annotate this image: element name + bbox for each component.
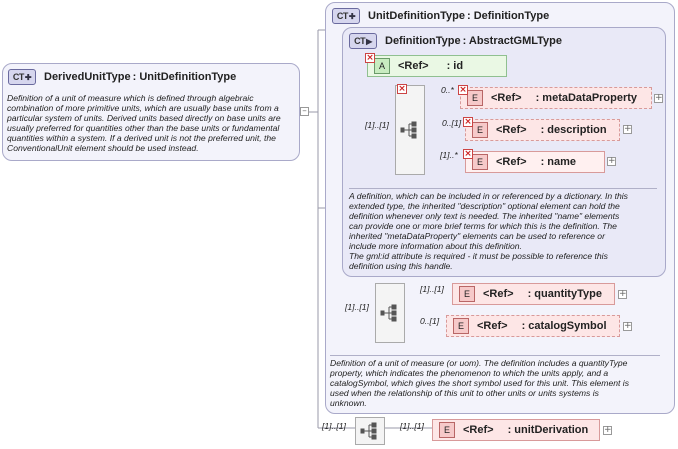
definition-description: A definition, which can be included in o… (349, 188, 657, 271)
type-name: DefinitionType (385, 35, 461, 47)
element-ref: <Ref> (477, 320, 508, 332)
attribute-id[interactable]: A <Ref> : id (367, 55, 507, 77)
sequence-icon (400, 121, 417, 139)
element-cardinality: 0..[1] (442, 118, 462, 128)
expand-icon[interactable]: + (654, 93, 663, 103)
type-base: : AbstractGMLType (462, 35, 562, 47)
element-icon: E (467, 90, 483, 106)
element-ref: <Ref> (491, 92, 522, 104)
collapse-icon[interactable]: – (300, 107, 309, 116)
derived-unit-type-header[interactable]: CT✚ DerivedUnitType : UnitDefinitionType (8, 69, 236, 85)
element-description[interactable]: E <Ref> : description (465, 119, 620, 141)
x-mark-icon: × (365, 53, 375, 63)
type-name: DerivedUnitType (44, 71, 131, 83)
definition-type-header[interactable]: CT▶ DefinitionType : AbstractGMLType (349, 33, 562, 49)
element-cardinality: [1]..* (440, 150, 458, 160)
sequence-cardinality: [1]..[1] (365, 120, 389, 130)
unit-definition-type-header[interactable]: CT✚ UnitDefinitionType : DefinitionType (332, 8, 549, 24)
element-catalogsymbol[interactable]: E <Ref> : catalogSymbol (446, 315, 620, 337)
element-icon: E (459, 286, 475, 302)
element-name: : description (540, 124, 607, 136)
element-ref: <Ref> (483, 288, 514, 300)
complex-type-icon: CT✚ (332, 8, 360, 24)
element-unitderivation[interactable]: E <Ref> : unitDerivation (432, 419, 600, 441)
expand-icon[interactable]: + (623, 124, 632, 134)
element-icon: E (439, 422, 455, 438)
attribute-name: : id (446, 60, 464, 72)
element-name-label: : name (540, 156, 577, 168)
element-name[interactable]: E <Ref> : name (465, 151, 605, 173)
complex-type-icon: CT▶ (349, 33, 377, 49)
type-name: UnitDefinitionType (368, 10, 465, 22)
derived-unit-description: Definition of a unit of measure which is… (7, 93, 281, 153)
attribute-icon: A (374, 58, 390, 74)
x-mark-icon: × (397, 84, 407, 94)
expand-icon[interactable]: + (623, 321, 632, 331)
expand-icon[interactable]: + (603, 425, 612, 435)
expand-icon[interactable]: + (607, 156, 616, 166)
element-icon: E (472, 122, 488, 138)
sequence-derived-unit[interactable] (355, 417, 385, 445)
element-icon: E (453, 318, 469, 334)
unit-definition-description: Definition of a unit of measure (or uom)… (330, 355, 660, 408)
sequence-cardinality: [1]..[1] (345, 302, 369, 312)
element-name: : catalogSymbol (521, 320, 607, 332)
sequence-icon (360, 422, 377, 440)
element-icon: E (472, 154, 488, 170)
element-name: : metaDataProperty (535, 92, 638, 104)
attribute-ref: <Ref> (398, 60, 429, 72)
complex-type-icon: CT✚ (8, 69, 36, 85)
element-ref: <Ref> (496, 124, 527, 136)
sequence-icon (380, 304, 397, 322)
expand-icon[interactable]: + (618, 289, 627, 299)
element-cardinality: [1]..[1] (420, 284, 444, 294)
x-mark-icon: × (463, 117, 473, 127)
element-name: : quantityType (527, 288, 602, 300)
x-mark-icon: × (463, 149, 473, 159)
derived-unit-type-box: CT✚ DerivedUnitType : UnitDefinitionType… (2, 63, 300, 161)
type-base: : DefinitionType (466, 10, 550, 22)
element-name: : unitDerivation (507, 424, 589, 436)
element-cardinality: [1]..[1] (400, 421, 424, 431)
sequence-definition[interactable] (395, 85, 425, 175)
element-ref: <Ref> (496, 156, 527, 168)
sequence-unit-definition[interactable] (375, 283, 405, 343)
element-cardinality: 0..[1] (420, 316, 440, 326)
element-ref: <Ref> (463, 424, 494, 436)
x-mark-icon: × (458, 85, 468, 95)
sequence-cardinality: [1]..[1] (322, 421, 346, 431)
type-base: : UnitDefinitionType (132, 71, 237, 83)
element-metadataproperty[interactable]: E <Ref> : metaDataProperty (460, 87, 652, 109)
element-quantitytype[interactable]: E <Ref> : quantityType (452, 283, 615, 305)
element-cardinality: 0..* (441, 85, 454, 95)
